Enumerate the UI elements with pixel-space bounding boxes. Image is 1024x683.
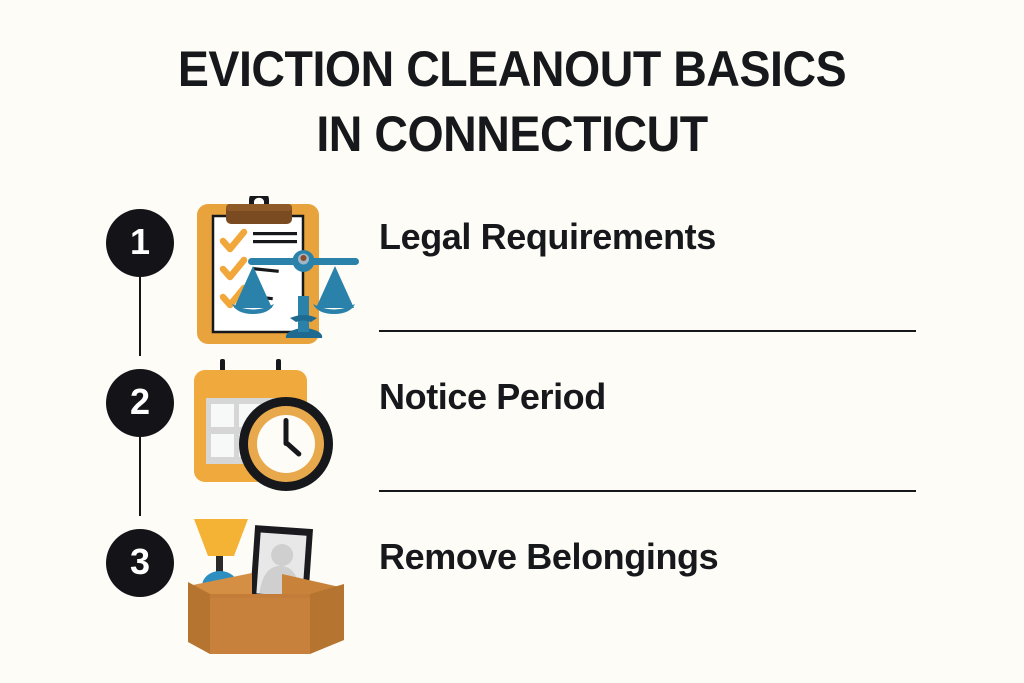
title-line-1: EVICTION CLEANOUT BASICS (177, 41, 847, 97)
step-item: 2 (0, 356, 1024, 516)
calendar-clock-icon (186, 356, 362, 516)
step-label: Legal Requirements (379, 216, 716, 257)
step-connector-line (139, 437, 141, 516)
step-number-badge: 2 (106, 369, 174, 437)
step-item: 1 (0, 196, 1024, 356)
step-divider (379, 490, 916, 492)
step-number-badge: 1 (106, 209, 174, 277)
step-connector-line (139, 277, 141, 356)
step-number-badge: 3 (106, 529, 174, 597)
steps-list: 1 (0, 196, 1024, 654)
moving-box-icon (186, 516, 362, 676)
step-label: Remove Belongings (379, 536, 719, 577)
step-item: 3 (0, 516, 1024, 676)
clipboard-scales-icon (186, 196, 362, 356)
step-divider (379, 330, 916, 332)
step-label: Notice Period (379, 376, 606, 417)
page-title: EVICTION CLEANOUT BASICS IN CONNECTICUT (0, 44, 1024, 159)
title-line-2: IN CONNECTICUT (316, 106, 708, 162)
